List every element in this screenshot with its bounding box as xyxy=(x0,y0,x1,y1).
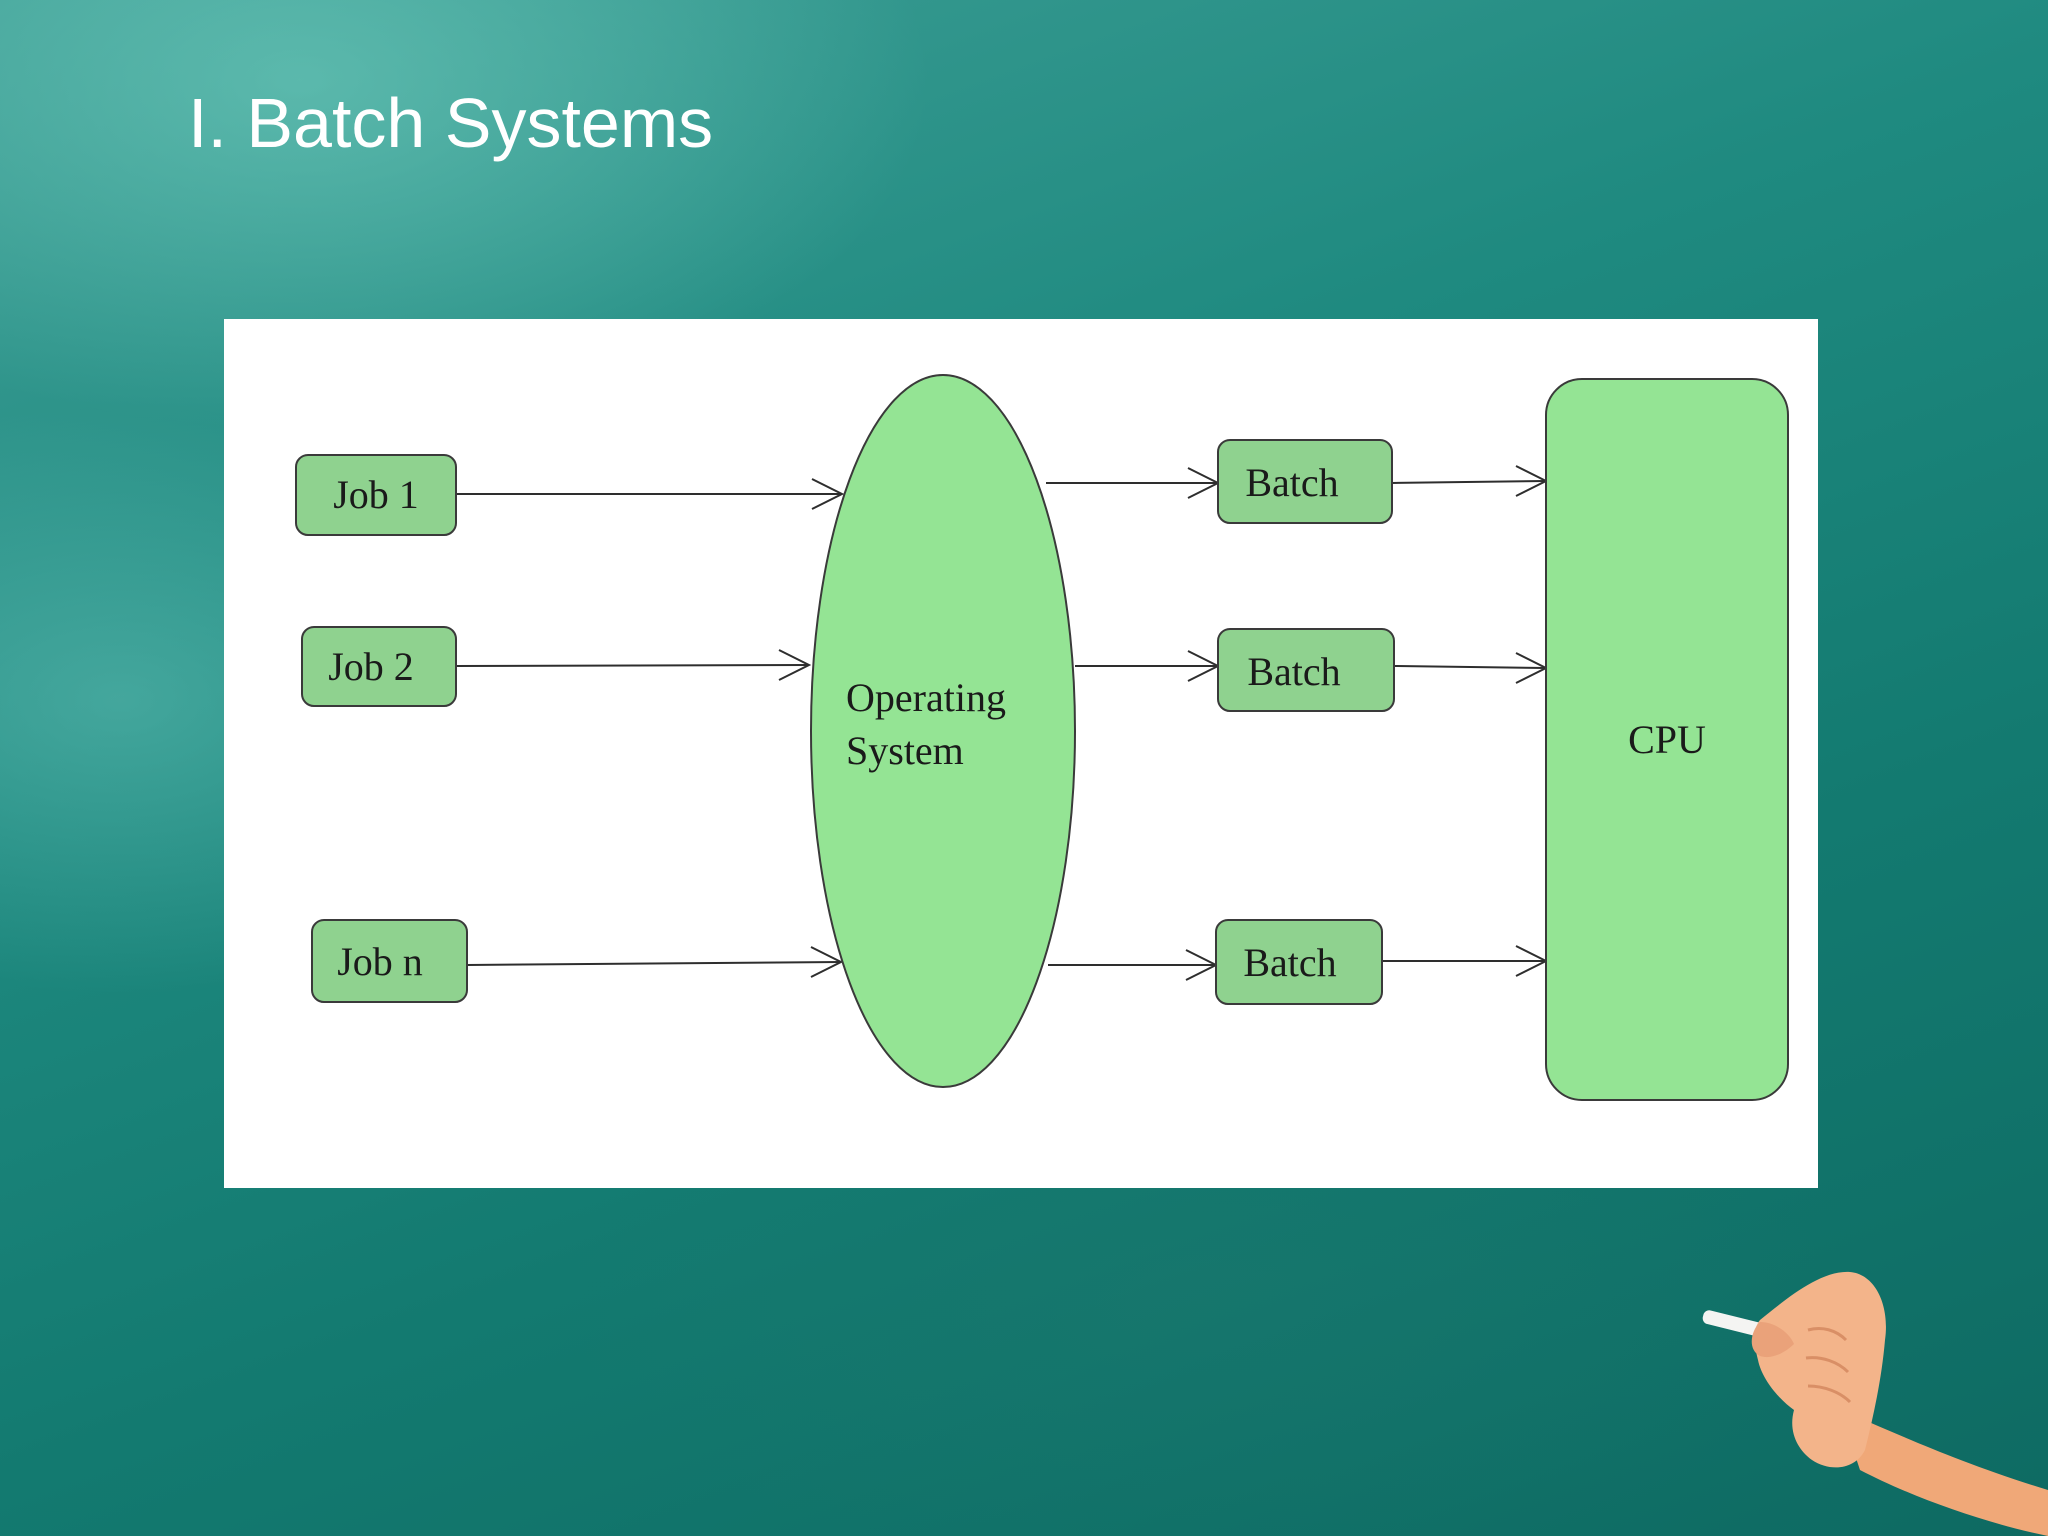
arrow-os-to-batch2 xyxy=(1075,650,1221,682)
diagram-canvas: Job 1 Job 2 Job n Operating System Batch… xyxy=(295,374,1789,1101)
job-node-n-label: Job n xyxy=(337,939,423,984)
batch-node-2-label: Batch xyxy=(1247,649,1340,694)
slide-title: I. Batch Systems xyxy=(188,84,714,162)
cpu-label: CPU xyxy=(1628,717,1706,762)
job-node-n: Job n xyxy=(311,919,468,1003)
operating-system-label-line1: Operating xyxy=(846,675,1006,720)
batch-node-1: Batch xyxy=(1217,439,1393,524)
batch-system-diagram: Job 1 Job 2 Job n Operating System Batch… xyxy=(224,319,1818,1188)
operating-system-node: Operating System xyxy=(810,374,1076,1088)
job-node-2: Job 2 xyxy=(301,626,457,707)
arrow-job1-to-os xyxy=(456,478,845,510)
arrow-os-to-batch1 xyxy=(1046,467,1221,499)
arrow-os-to-batch3 xyxy=(1048,949,1219,981)
hand-holding-chalk-icon xyxy=(1702,1271,2048,1536)
batch-node-1-label: Batch xyxy=(1245,460,1338,505)
arrow-job2-to-os xyxy=(455,649,812,681)
job-node-1-label: Job 1 xyxy=(333,472,419,517)
cpu-node: CPU xyxy=(1545,378,1789,1101)
batch-node-3-label: Batch xyxy=(1243,940,1336,985)
arrow-batch1-to-cpu xyxy=(1391,465,1549,497)
job-node-2-label: Job 2 xyxy=(328,644,414,689)
job-node-1: Job 1 xyxy=(295,454,457,536)
arrow-jobn-to-os xyxy=(466,946,844,978)
batch-node-2: Batch xyxy=(1217,628,1395,712)
arrow-batch3-to-cpu xyxy=(1382,945,1549,977)
operating-system-label-line2: System xyxy=(846,728,964,773)
batch-node-3: Batch xyxy=(1215,919,1383,1005)
arrow-batch2-to-cpu xyxy=(1393,652,1549,684)
